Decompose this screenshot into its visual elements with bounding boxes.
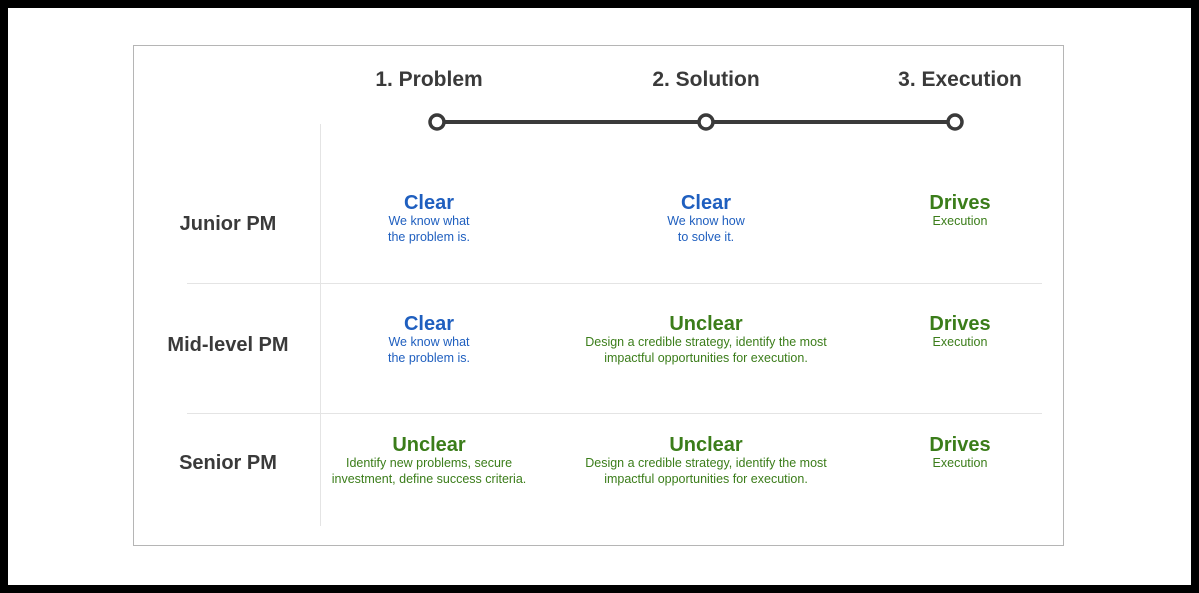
row-label-junior-pm: Junior PM	[179, 213, 277, 235]
cell-description-line: Execution	[932, 335, 988, 349]
cell-status-title: Clear	[680, 192, 732, 214]
cell-description-line: to solve it.	[677, 229, 735, 244]
cell-description-line: Identify new problems, secure	[345, 456, 513, 470]
row-divider-1	[187, 283, 1042, 284]
cell-senior-solution: Unclear Design a credible strategy, iden…	[556, 434, 856, 487]
cell-description-line: impactful opportunities for execution.	[604, 471, 808, 486]
cell-description-line: Execution	[932, 214, 988, 228]
cell-description-line: impactful opportunities for execution.	[604, 350, 808, 365]
cell-junior-execution: Drives Execution	[810, 192, 1110, 230]
cell-mid-execution: Drives Execution	[810, 313, 1110, 351]
cell-description: Identify new problems, secure investment…	[279, 456, 579, 487]
timeline-node-problem	[428, 113, 446, 131]
cell-status-title: Unclear	[392, 434, 466, 456]
stage-execution-heading: 3. Execution	[898, 68, 1022, 91]
row-label-mid-level-pm: Mid-level PM	[167, 334, 289, 356]
stage-problem-heading: 1. Problem	[375, 68, 483, 91]
cell-description: We know what the problem is.	[279, 335, 579, 366]
cell-junior-problem: Clear We know what the problem is.	[279, 192, 579, 245]
cell-junior-solution: Clear We know how to solve it.	[556, 192, 856, 245]
row-divider-2	[187, 413, 1042, 414]
cell-description-line: the problem is.	[388, 229, 470, 244]
cell-status-title: Drives	[929, 313, 991, 335]
cell-mid-solution: Unclear Design a credible strategy, iden…	[556, 313, 856, 366]
timeline-node-execution	[946, 113, 964, 131]
cell-status-title: Unclear	[669, 434, 743, 456]
cell-description-line: Design a credible strategy, identify the…	[585, 456, 827, 470]
cell-status-title: Unclear	[669, 313, 743, 335]
cell-senior-problem: Unclear Identify new problems, secure in…	[279, 434, 579, 487]
cell-description: Execution	[810, 214, 1110, 230]
cell-status-title: Clear	[403, 313, 455, 335]
cell-description: We know what the problem is.	[279, 214, 579, 245]
cell-description-line: Design a credible strategy, identify the…	[585, 335, 827, 349]
cell-description-line: investment, define success criteria.	[331, 471, 527, 486]
cell-description: Design a credible strategy, identify the…	[556, 335, 856, 366]
cell-description: Execution	[810, 335, 1110, 351]
stage-solution-heading: 2. Solution	[652, 68, 760, 91]
cell-description: Design a credible strategy, identify the…	[556, 456, 856, 487]
cell-description: Execution	[810, 456, 1110, 472]
timeline-node-solution	[697, 113, 715, 131]
cell-status-title: Drives	[929, 192, 991, 214]
cell-senior-execution: Drives Execution	[810, 434, 1110, 472]
cell-description-line: Execution	[932, 456, 988, 470]
cell-description: We know how to solve it.	[556, 214, 856, 245]
cell-description-line: We know what	[388, 335, 470, 349]
cell-mid-problem: Clear We know what the problem is.	[279, 313, 579, 366]
cell-description-line: We know what	[388, 214, 470, 228]
cell-description-line: the problem is.	[388, 350, 470, 365]
cell-status-title: Clear	[403, 192, 455, 214]
row-label-senior-pm: Senior PM	[179, 452, 277, 474]
cell-status-title: Drives	[929, 434, 991, 456]
diagram-card: 1. Problem 2. Solution 3. Execution Juni…	[133, 45, 1064, 546]
cell-description-line: We know how	[667, 214, 745, 228]
stage-timeline	[428, 113, 964, 131]
row-label-divider	[320, 124, 321, 526]
